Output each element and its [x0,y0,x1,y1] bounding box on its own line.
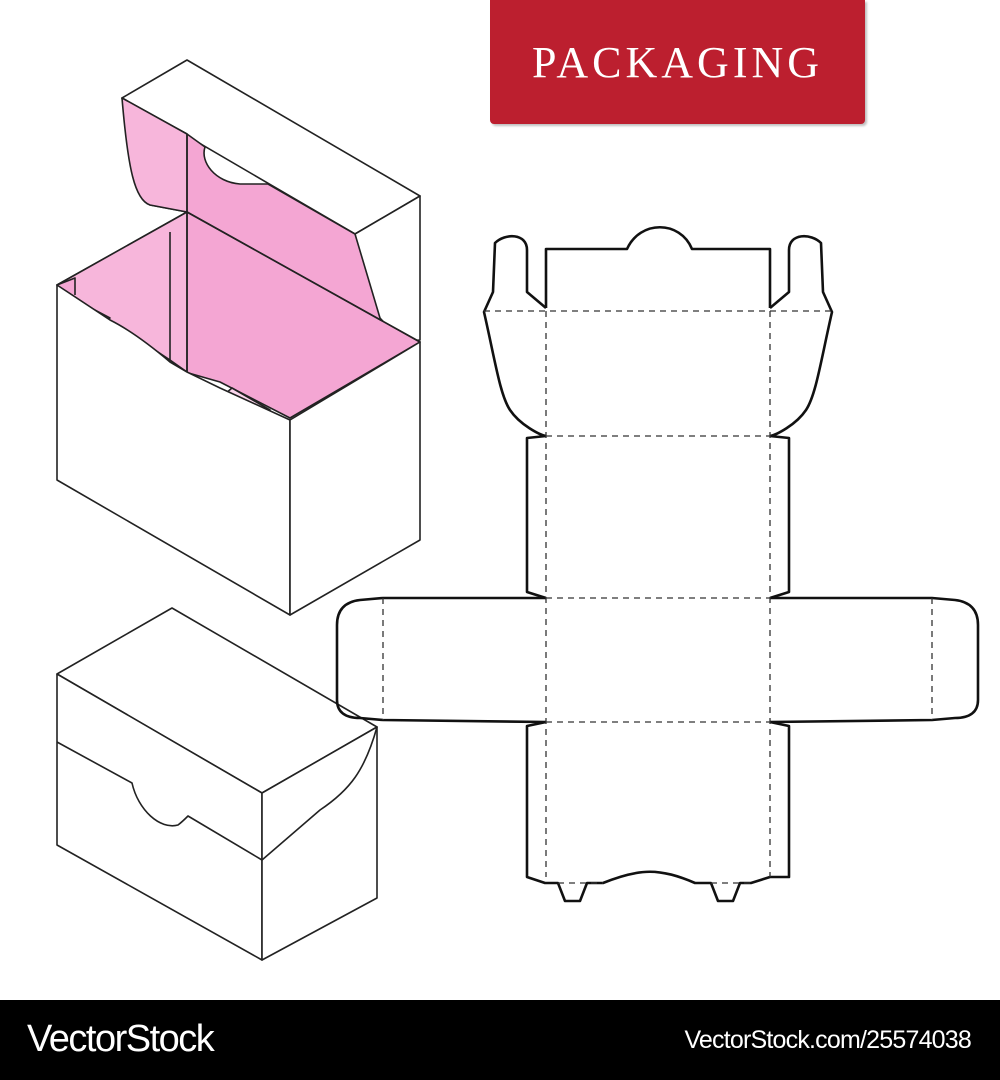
illustration [56,59,980,961]
open-box [56,59,421,616]
packaging-banner: PACKAGING [490,0,865,124]
banner-title: PACKAGING [531,37,824,87]
image-reference: VectorStock.com/25574038 [684,1026,971,1054]
watermark-footer: VectorStock VectorStock.com/25574038 [0,1000,1000,1080]
closed-box [56,607,378,961]
dieline [335,226,980,903]
brand-logo: VectorStock [27,1018,215,1060]
dieline-fold-lines [382,310,933,884]
